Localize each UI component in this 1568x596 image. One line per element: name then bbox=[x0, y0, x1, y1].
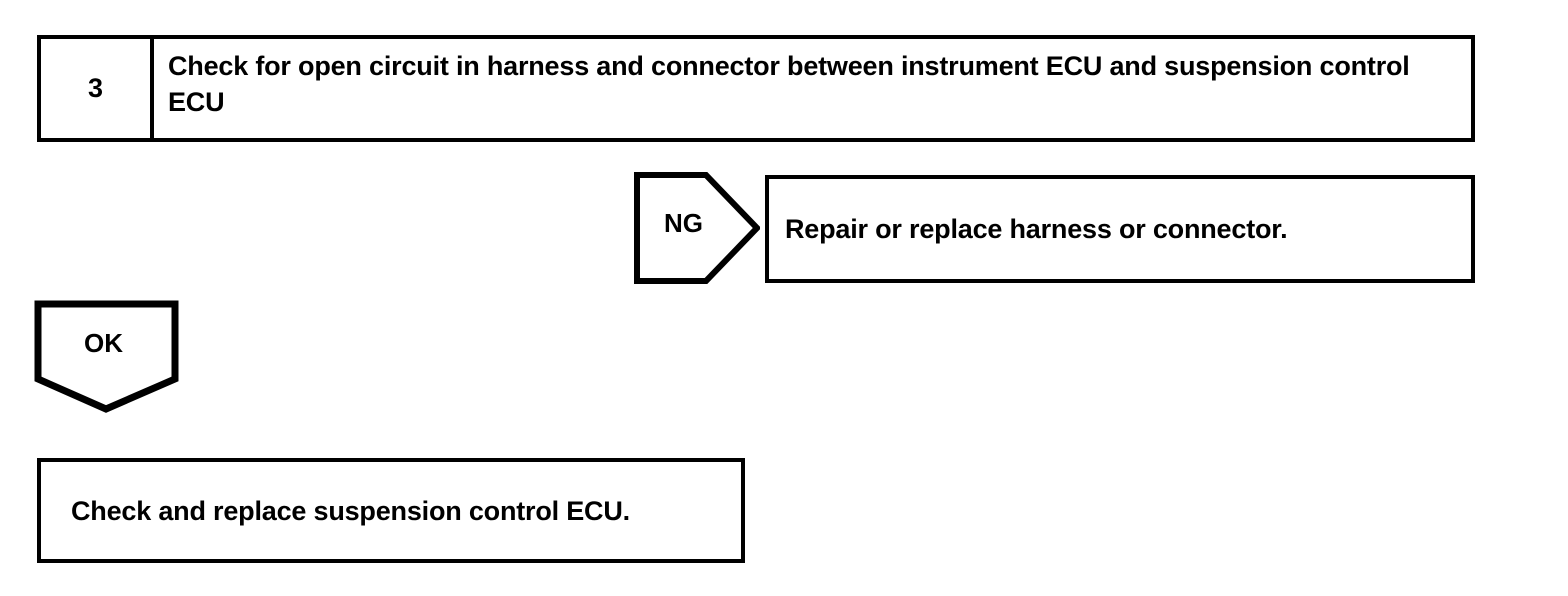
ng-outcome-text: Repair or replace harness or connector. bbox=[785, 214, 1288, 244]
step-number-cell: 3 bbox=[41, 39, 154, 138]
ok-outcome-text: Check and replace suspension control ECU… bbox=[71, 495, 630, 526]
ok-branch-arrow bbox=[34, 300, 179, 413]
step-instruction-cell: Check for open circuit in harness and co… bbox=[154, 39, 1471, 138]
arrow-down-icon bbox=[34, 300, 179, 413]
arrow-right-icon bbox=[634, 172, 760, 284]
ok-outcome-box: Check and replace suspension control ECU… bbox=[37, 458, 745, 563]
ng-branch-label: NG bbox=[664, 208, 703, 238]
ok-branch-label: OK bbox=[84, 328, 123, 358]
step-instruction-text: Check for open circuit in harness and co… bbox=[168, 51, 1410, 117]
ng-outcome-box: Repair or replace harness or connector. bbox=[765, 175, 1475, 283]
step-header-box: 3 Check for open circuit in harness and … bbox=[37, 35, 1475, 142]
step-number: 3 bbox=[87, 73, 104, 103]
ng-branch-arrow bbox=[634, 172, 760, 284]
